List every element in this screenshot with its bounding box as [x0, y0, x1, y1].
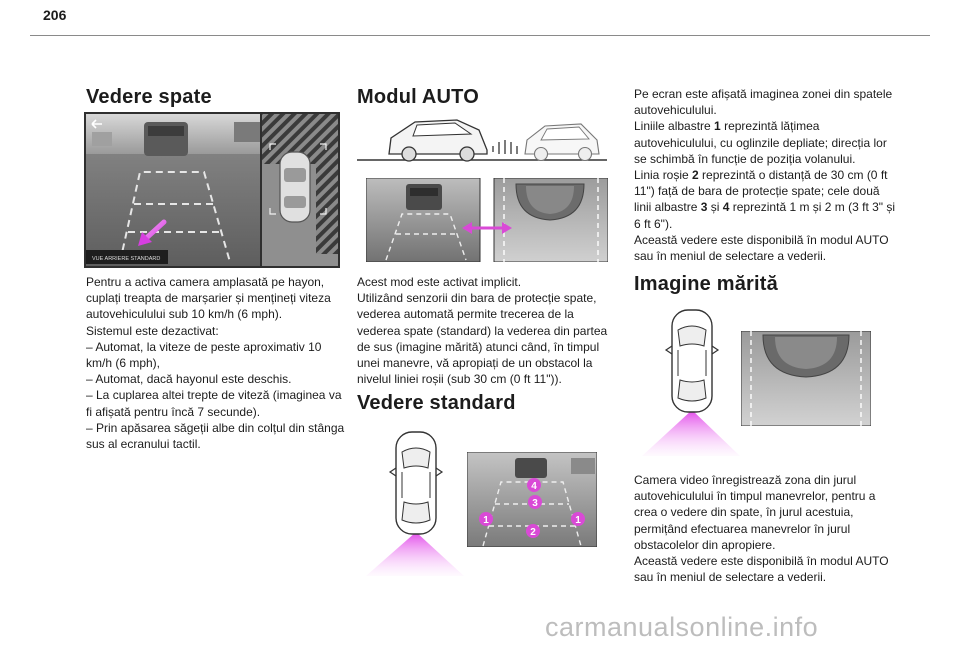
svg-text:4: 4 — [531, 481, 537, 492]
svg-text:1: 1 — [575, 515, 581, 526]
paragraph: Această vedere este disponibilă în modul… — [634, 554, 889, 585]
paragraph: Liniile albastre 1 reprezintă lățimea au… — [634, 119, 887, 166]
paragraph: Această vedere este disponibilă în modul… — [634, 232, 889, 264]
paragraph: Linia roșie 2 reprezintă o distanță de 3… — [634, 168, 896, 231]
heading-imagine-marita: Imagine mărită — [634, 273, 778, 295]
marker-1-right: 1 — [571, 512, 585, 526]
cars-approaching-illustration — [357, 119, 607, 162]
figure-auto-side-view — [357, 112, 607, 168]
paragraph: Pe ecran este afișată imaginea zonei din… — [634, 87, 893, 118]
marker-1-left: 1 — [479, 512, 493, 526]
paragraph: Utilizând senzorii din bara de protecție… — [357, 291, 608, 387]
zoomed-view-illustration — [740, 330, 872, 427]
figure-auto-switch — [365, 177, 609, 263]
col2-auto-body: Acest mod este activat implicit. Utilizâ… — [357, 274, 619, 387]
figure-standard-view: 4 3 1 1 2 — [466, 451, 598, 548]
marker-4: 4 — [527, 478, 541, 492]
list-item: – Automat, dacă hayonul este deschis. — [86, 372, 292, 387]
watermark: carmanualsonline.info — [545, 612, 819, 642]
marker-2: 2 — [526, 524, 540, 538]
list-item: – La cuplarea altei trepte de viteză (im… — [86, 388, 342, 419]
paragraph: Acest mod este activat implicit. — [357, 275, 522, 289]
paragraph: Pentru a activa camera amplasată pe hayo… — [86, 275, 331, 322]
screen-banner-label: VUE ARRIERE STANDARD — [92, 256, 160, 262]
figure-rear-view-screen: VUE ARRIERE STANDARD — [84, 112, 340, 268]
figure-standard-car — [366, 428, 464, 578]
list-item: – Prin apăsarea săgeții albe din colțul … — [86, 420, 345, 452]
col3-zoom-body: Camera video înregistrează zona din juru… — [634, 472, 896, 585]
standard-view-markers-illustration: 4 3 1 1 2 — [466, 451, 598, 548]
figure-zoom-view — [740, 330, 872, 427]
paragraph: Sistemul este dezactivat: — [86, 323, 219, 338]
col3-standard-body: Pe ecran este afișată imaginea zonei din… — [634, 86, 896, 264]
heading-vedere-spate: Vedere spate — [86, 86, 212, 108]
list-item: – Automat, la viteze de peste aproximati… — [86, 339, 322, 371]
heading-modul-auto: Modul AUTO — [357, 86, 479, 108]
view-switch-illustration — [365, 177, 609, 263]
page-number: 206 — [43, 7, 67, 23]
svg-text:1: 1 — [483, 515, 489, 526]
col1-body: Pentru a activa camera amplasată pe hayo… — [86, 274, 348, 452]
marker-3: 3 — [528, 495, 542, 509]
car-top-view-illustration — [366, 431, 464, 576]
paragraph: Camera video înregistrează zona din juru… — [634, 473, 876, 552]
figure-zoom-car — [640, 306, 740, 458]
heading-vedere-standard: Vedere standard — [357, 392, 516, 414]
rear-view-screen-illustration: VUE ARRIERE STANDARD — [84, 112, 340, 268]
svg-text:2: 2 — [530, 527, 536, 538]
svg-text:3: 3 — [532, 498, 538, 509]
car-top-view-zoom-illustration — [642, 309, 740, 456]
header-rule — [30, 35, 930, 36]
